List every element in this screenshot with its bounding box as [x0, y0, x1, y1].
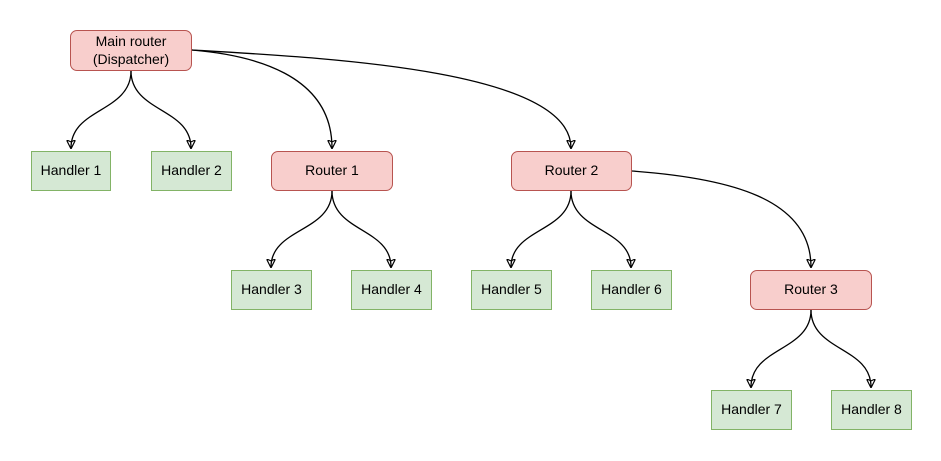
node-router-3-label: Router 3 — [784, 281, 838, 298]
node-handler-2: Handler 2 — [151, 151, 232, 191]
node-handler-1: Handler 1 — [31, 151, 111, 191]
edge-router-2-to-handler-6 — [570, 190, 631, 267]
node-handler-5: Handler 5 — [471, 270, 552, 310]
node-router-2-label: Router 2 — [544, 162, 599, 179]
node-handler-4-label: Handler 4 — [361, 281, 422, 298]
node-handler-6: Handler 6 — [591, 270, 672, 310]
node-router-3: Router 3 — [750, 270, 872, 310]
edge-router-1-to-handler-3 — [271, 190, 333, 267]
node-main-router-label: Main router (Dispatcher) — [92, 33, 170, 67]
node-handler-6-label: Handler 6 — [601, 281, 662, 298]
node-handler-1-label: Handler 1 — [40, 162, 102, 179]
edge-main-router-to-handler-2 — [130, 70, 191, 148]
edge-router-1-to-handler-4 — [331, 190, 391, 267]
node-handler-4: Handler 4 — [351, 270, 432, 310]
node-handler-3-label: Handler 3 — [241, 281, 302, 298]
node-handler-7: Handler 7 — [711, 390, 792, 430]
node-router-2: Router 2 — [511, 151, 632, 191]
node-handler-7-label: Handler 7 — [721, 401, 782, 418]
edge-main-router-to-handler-1 — [71, 70, 132, 148]
edge-router-3-to-handler-8 — [810, 309, 871, 387]
edge-router-2-to-handler-5 — [511, 190, 572, 267]
node-handler-8-label: Handler 8 — [841, 401, 902, 418]
node-router-1: Router 1 — [271, 151, 393, 191]
node-handler-2-label: Handler 2 — [161, 162, 222, 179]
node-handler-3: Handler 3 — [231, 270, 312, 310]
edge-main-router-to-router-2 — [191, 49, 571, 148]
node-router-1-label: Router 1 — [305, 162, 359, 179]
node-handler-8: Handler 8 — [831, 390, 912, 430]
edge-router-2-to-router-3 — [631, 170, 811, 267]
edge-router-3-to-handler-7 — [751, 309, 812, 387]
node-main-router: Main router (Dispatcher) — [70, 30, 192, 71]
node-handler-5-label: Handler 5 — [481, 281, 542, 298]
edge-main-router-to-router-1 — [191, 49, 332, 148]
